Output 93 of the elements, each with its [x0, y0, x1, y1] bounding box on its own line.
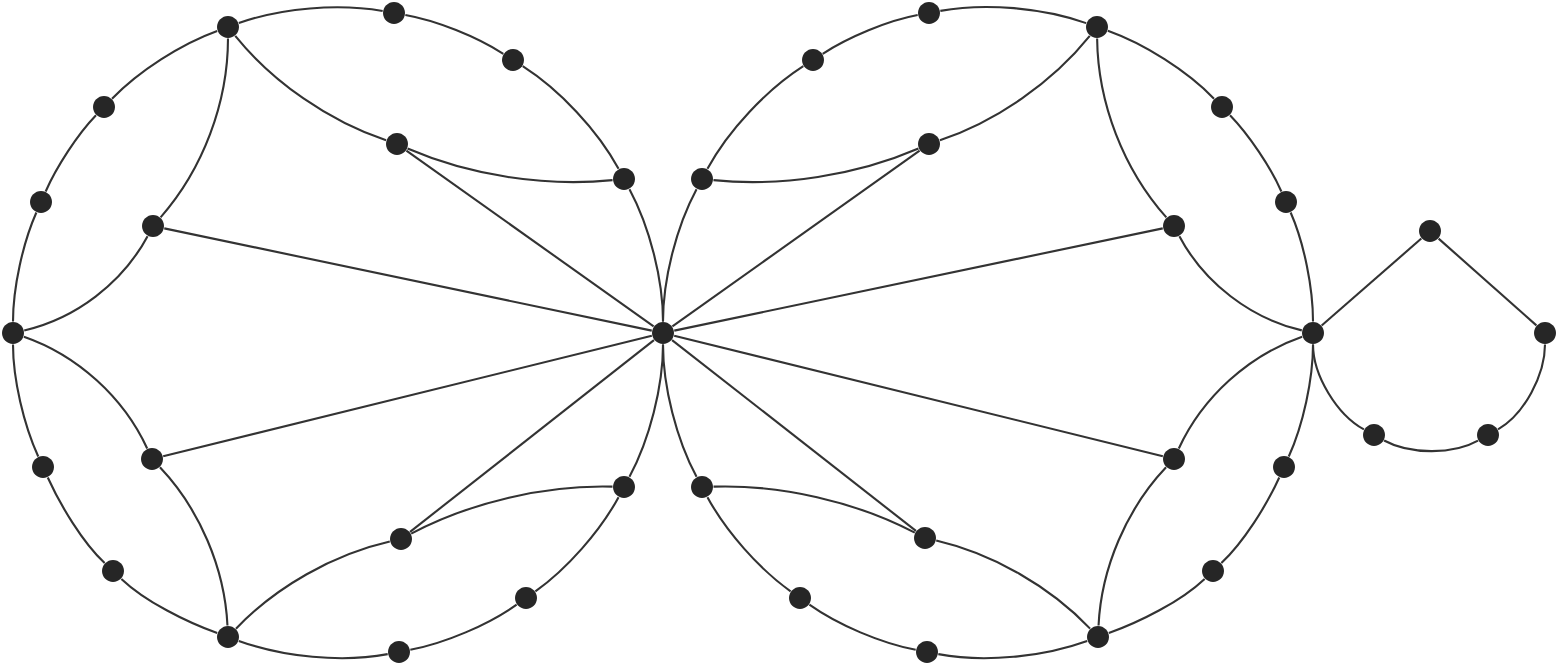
graph-vertex [1163, 448, 1185, 470]
graph-vertex [93, 96, 115, 118]
graph-edge [164, 227, 652, 332]
graph-edge [44, 114, 97, 192]
graph-edge [23, 235, 149, 332]
graph-edge [938, 639, 1088, 660]
graph-edge [1321, 237, 1423, 327]
graph-vertex [1477, 424, 1499, 446]
graph-edge [1108, 578, 1206, 635]
graph-edge [706, 496, 792, 593]
graph-vertex [691, 168, 713, 190]
graph-edge [1220, 477, 1281, 564]
graph-edge [1107, 29, 1215, 100]
graph-vertex [1211, 96, 1233, 118]
graph-vertex [502, 49, 524, 71]
graph-vertex [789, 587, 811, 609]
graph-edge [1497, 344, 1547, 431]
graph-vertex [918, 2, 940, 24]
graph-vertex [102, 560, 124, 582]
graph-edge [23, 335, 149, 449]
graph-edge [661, 188, 698, 322]
graph-vertex [652, 322, 674, 344]
graph-edge [940, 5, 1087, 25]
graph-edge [238, 6, 383, 25]
graph-vertex [388, 641, 410, 663]
graph-edge [822, 14, 918, 55]
graph-edge [674, 227, 1163, 332]
graph-edge [162, 334, 653, 458]
graph-edge [935, 539, 1091, 630]
graph-edge [1178, 235, 1303, 332]
graph-edge [238, 639, 388, 660]
graph-vertex [1302, 322, 1324, 344]
graph-vertex [802, 49, 824, 71]
graph-vertex [1202, 560, 1224, 582]
graph-vertex [1419, 220, 1441, 242]
graph-edge [235, 540, 391, 630]
graph-edge [1229, 114, 1283, 192]
graph-edge [410, 603, 518, 651]
graph-edge [120, 578, 218, 635]
graph-vertex [918, 133, 940, 155]
graph-vertex [2, 322, 24, 344]
graph-edge [11, 212, 38, 322]
graph-edge [1177, 335, 1303, 449]
graph-edge [939, 35, 1091, 142]
graph-edge [1383, 439, 1479, 453]
graph-edge [1096, 38, 1168, 219]
graph-edge [534, 496, 620, 593]
graph-vertex [32, 456, 54, 478]
graph-edge [405, 149, 655, 328]
graph-vertex [1163, 215, 1185, 237]
graph-vertex [914, 527, 936, 549]
graph-edge [1311, 344, 1365, 431]
graph-edge [522, 65, 620, 170]
graph-vertex [30, 191, 52, 213]
graph-edge [46, 477, 106, 564]
graph-edge [706, 65, 804, 170]
graph-edge [405, 13, 504, 55]
graph-vertex [613, 476, 635, 498]
graph-vertex [1534, 322, 1556, 344]
graph-vertex [142, 215, 164, 237]
graph-edge [409, 339, 655, 533]
graph-vertex [916, 641, 938, 663]
graph-edge [159, 466, 229, 626]
graph-edge [234, 35, 387, 142]
graph-edge [671, 149, 921, 328]
graph-vertex [141, 448, 163, 470]
graph-edge [673, 334, 1164, 458]
graph-edge [808, 603, 916, 651]
graph-vertex [1087, 626, 1109, 648]
graph-vertex [1275, 191, 1297, 213]
graph-edge [407, 147, 613, 184]
graph-edge [713, 147, 919, 184]
graph-edge [111, 29, 218, 100]
graph-vertex [383, 2, 405, 24]
graph-vertex [1273, 456, 1295, 478]
graph-vertex [217, 16, 239, 38]
graph-edge [410, 485, 613, 535]
graph-edge [11, 344, 40, 457]
graph-vertex [613, 168, 635, 190]
graph-vertex [217, 626, 239, 648]
graph-edge [1097, 466, 1167, 626]
graph-vertex [1363, 424, 1385, 446]
graph-edge [713, 485, 916, 534]
graph-vertex [515, 587, 537, 609]
graph-edge [661, 344, 698, 478]
graph-vertex [390, 528, 412, 550]
graph-edge [671, 339, 917, 532]
graph-vertex [386, 133, 408, 155]
graph-vertex [691, 476, 713, 498]
graph-edge [159, 38, 230, 218]
graph-vertex [1086, 16, 1108, 38]
graph-edge [1289, 212, 1315, 322]
graph-edge [1437, 237, 1538, 327]
